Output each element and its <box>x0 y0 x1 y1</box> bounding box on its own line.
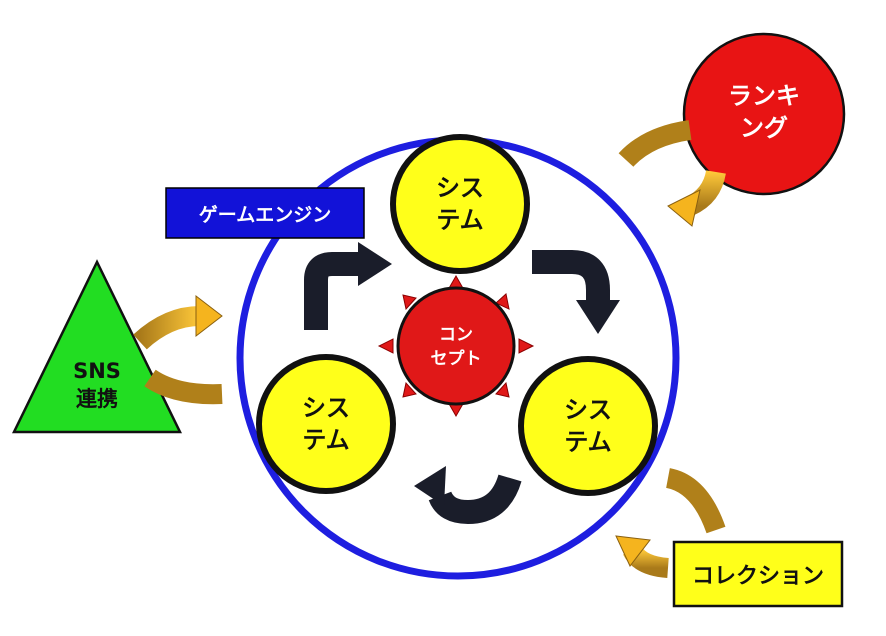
ranking-outbound-arrow <box>667 169 726 227</box>
game-engine-label-box: ゲームエンジン <box>165 187 365 239</box>
concept-label-line1: コン <box>439 325 473 345</box>
game-engine-label: ゲームエンジン <box>199 204 331 226</box>
system-left-line2: テム <box>302 426 349 454</box>
ranking-label-line1: ランキ <box>728 82 800 110</box>
system-right-line1: シス <box>564 396 612 424</box>
sns-outbound-arrow <box>133 294 223 350</box>
system-node-top: シス テム <box>390 134 530 274</box>
collection-inbound-arrow <box>665 468 726 534</box>
collection-node: コレクション <box>672 540 844 608</box>
sns-inbound-arrow <box>144 369 223 405</box>
ranking-node: ランキ ング <box>682 32 846 196</box>
system-node-left: シス テム <box>256 354 396 494</box>
concept-label-line2: セプト <box>431 348 482 369</box>
system-right-line2: テム <box>564 428 611 456</box>
sns-label-line2: 連携 <box>76 387 118 411</box>
system-left-line1: シス <box>302 394 350 422</box>
ranking-label-line2: ング <box>740 114 788 142</box>
concept-node: コン セプト <box>377 274 535 418</box>
cycle-arrow-top-right <box>532 250 620 334</box>
system-top-line1: シス <box>436 174 484 202</box>
collection-outbound-arrow <box>615 535 670 578</box>
sns-node: SNS 連携 <box>11 259 183 434</box>
cycle-arrow-bottom <box>414 466 522 524</box>
sns-label-line1: SNS <box>73 359 121 383</box>
ranking-inbound-arrow <box>618 120 692 168</box>
system-top-line2: テム <box>436 206 483 234</box>
collection-label: コレクション <box>692 564 824 589</box>
cycle-arrow-top-left <box>304 242 392 330</box>
system-node-right: シス テム <box>518 356 658 496</box>
